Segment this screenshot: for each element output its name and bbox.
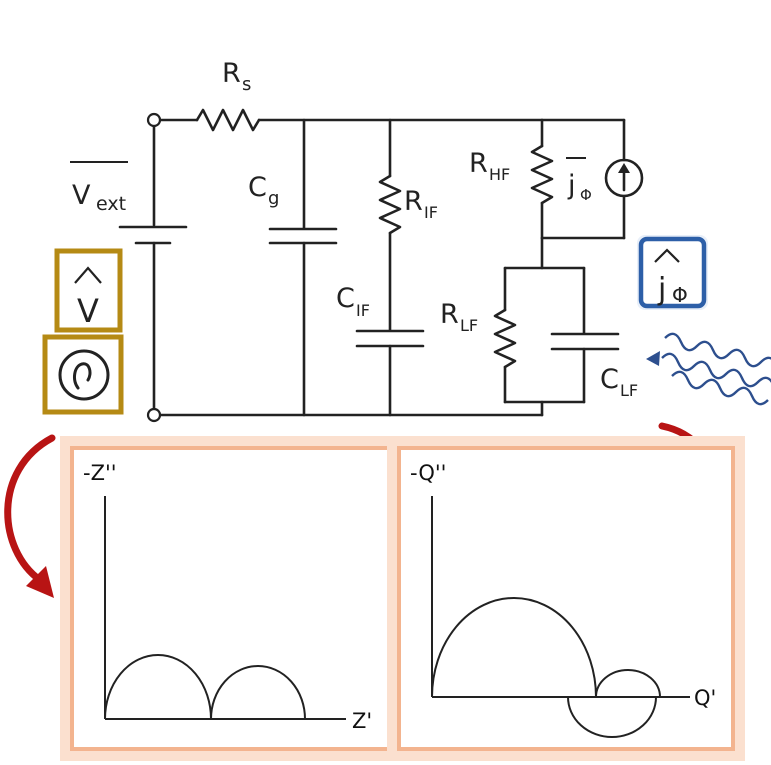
- light-input: j Φ: [637, 235, 771, 406]
- imvs-arc-low: [595, 669, 661, 698]
- c-lf-subscript: LF: [620, 381, 638, 400]
- terminal-bottom: [146, 407, 162, 423]
- left-arrowhead-icon: [26, 566, 54, 598]
- r-lf-label: R: [440, 299, 459, 330]
- impedance-arc-1: [104, 654, 212, 720]
- r-hf-subscript: HF: [489, 165, 510, 184]
- imvs-arc-high: [431, 597, 597, 698]
- ac-source-icon: [58, 349, 110, 401]
- v-hat-box: [54, 248, 123, 333]
- c-g-label: C: [248, 172, 267, 203]
- r-s-subscript: s: [242, 74, 251, 95]
- imvs-plot: -Q'' Q': [410, 461, 716, 738]
- r-s-label: R: [222, 58, 241, 89]
- r-if-subscript: IF: [424, 203, 438, 222]
- impedance-plot: -Z'' Z': [83, 461, 372, 733]
- light-arrowhead-icon: [646, 351, 660, 366]
- j-hat-caret-icon: [654, 248, 680, 263]
- r-if-label: R: [404, 186, 423, 217]
- imvs-plot-glow: [387, 436, 745, 761]
- r-lf-subscript: LF: [460, 316, 478, 335]
- v-hat-label: V: [77, 292, 99, 330]
- terminal-top: [146, 112, 162, 128]
- ac-source-box: [42, 334, 124, 415]
- voltage-input: V: [42, 248, 124, 415]
- v-ext-subscript: ext: [96, 193, 126, 215]
- r-hf-label: R: [469, 148, 488, 179]
- imvs-x-label: Q': [694, 686, 716, 710]
- circuit-wires: [118, 108, 644, 417]
- impedance-y-label: -Z'': [83, 461, 117, 485]
- c-if-subscript: IF: [356, 301, 370, 320]
- j-hat-subscript: Φ: [672, 283, 688, 307]
- light-wave-icon-2: [661, 352, 771, 388]
- v-ext-label: V: [72, 180, 91, 211]
- light-wave-icon-1: [664, 332, 771, 368]
- imvs-y-label: -Q'': [410, 461, 446, 485]
- light-wave-icon-3: [671, 370, 769, 406]
- impedance-x-label: Z': [352, 709, 372, 733]
- j-phi-label: j: [567, 170, 576, 201]
- sine-wave-icon: [73, 362, 92, 390]
- left-curved-arrow: [4, 434, 56, 584]
- v-hat-caret-icon: [74, 266, 102, 284]
- c-g-subscript: g: [268, 188, 279, 209]
- j-hat-label: j: [657, 272, 666, 307]
- impedance-arc-2: [210, 665, 306, 720]
- j-hat-box: [638, 236, 707, 309]
- imvs-plot-frame: [397, 446, 735, 751]
- imvs-arc-negative: [567, 696, 657, 738]
- impedance-plot-frame: [70, 446, 392, 751]
- c-lf-label: C: [600, 364, 619, 395]
- j-phi-subscript: Φ: [580, 186, 592, 204]
- c-if-label: C: [336, 283, 355, 314]
